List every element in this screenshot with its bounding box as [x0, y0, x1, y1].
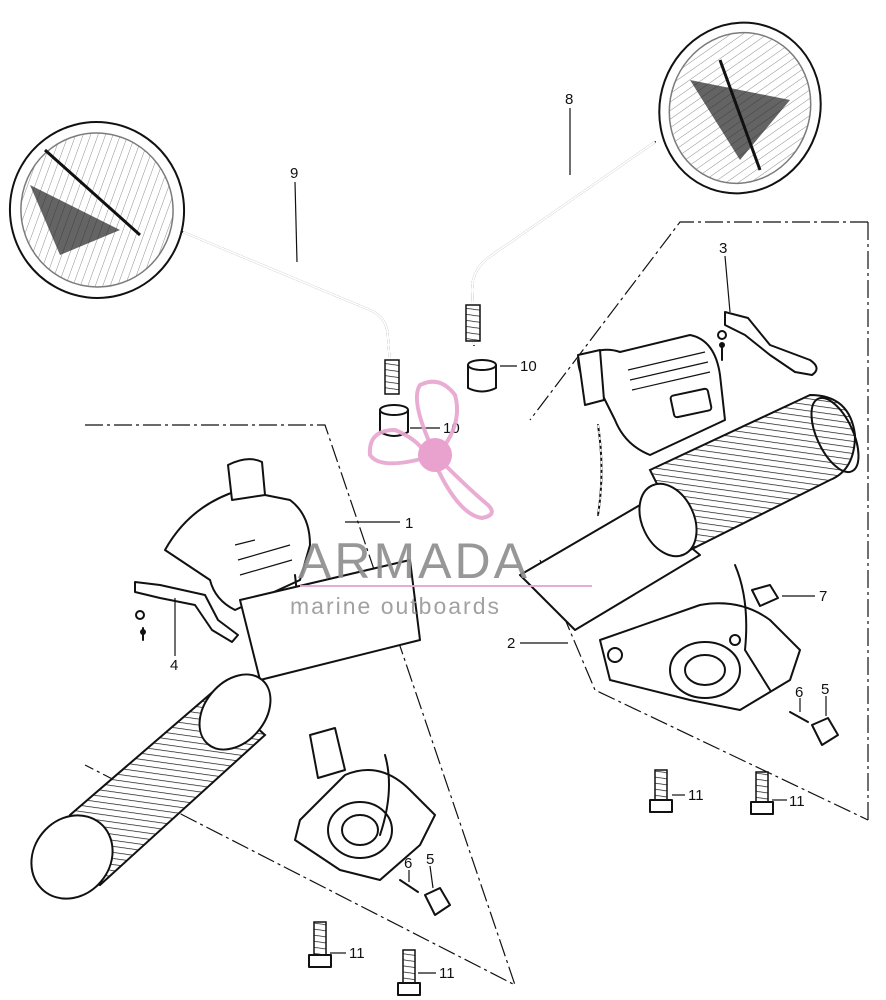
- bolt-11-left-a: [308, 921, 332, 968]
- callout-5-left: 5: [426, 851, 434, 868]
- right-switch-upper-housing: [577, 334, 726, 516]
- callout-9: 9: [290, 165, 298, 182]
- watermark-title: ARMADA: [298, 533, 530, 589]
- bolt-11-right-a: [649, 769, 673, 813]
- nut-5-right: [811, 717, 839, 746]
- left-switch-upper-housing: [164, 458, 311, 646]
- right-grip: [519, 393, 860, 631]
- screw-6-left: [399, 879, 419, 893]
- callout-1: 1: [405, 515, 413, 532]
- watermark: ARMADA marine outboards: [290, 379, 592, 619]
- bolt-11-left-b: [397, 949, 421, 996]
- left-grip: [30, 559, 421, 900]
- bolt-11-right-b: [750, 771, 774, 815]
- callout-11-left-b: 11: [439, 965, 455, 982]
- right-switch-lower-housing: [599, 564, 801, 711]
- callout-6-left: 6: [404, 855, 412, 872]
- callout-3: 3: [719, 240, 727, 257]
- lever-bracket-3: [717, 311, 818, 376]
- screw-6-right: [789, 711, 809, 723]
- callout-7: 7: [819, 588, 827, 605]
- callout-11-left-a: 11: [349, 945, 365, 962]
- propeller-logo-icon: [367, 379, 494, 521]
- mirror-left-thread: [384, 359, 400, 395]
- callout-11-right-a: 11: [688, 787, 704, 804]
- lever-bracket-4: [134, 581, 239, 643]
- clip-7: [751, 584, 779, 607]
- mirror-right-8: [465, 21, 822, 346]
- left-switch-lower-housing: [294, 727, 436, 881]
- callout-6-right: 6: [795, 684, 803, 701]
- callout-10-right: 10: [520, 358, 537, 375]
- callouts: 1 2 3 4 5 5 6 6 7 8 9 10 10 11 11 11 11: [170, 91, 829, 982]
- callout-5-right: 5: [821, 681, 829, 698]
- watermark-subtitle: marine outboards: [290, 593, 501, 619]
- callout-8: 8: [565, 91, 573, 108]
- nut-10-right: [467, 359, 497, 393]
- mirror-left-9: [8, 121, 400, 395]
- nut-5-left: [424, 887, 451, 916]
- callout-11-right-b: 11: [789, 793, 805, 810]
- callout-2: 2: [507, 635, 515, 652]
- callout-4: 4: [170, 657, 178, 674]
- left-group-outline: [84, 424, 517, 987]
- nut-10-left: [379, 404, 409, 437]
